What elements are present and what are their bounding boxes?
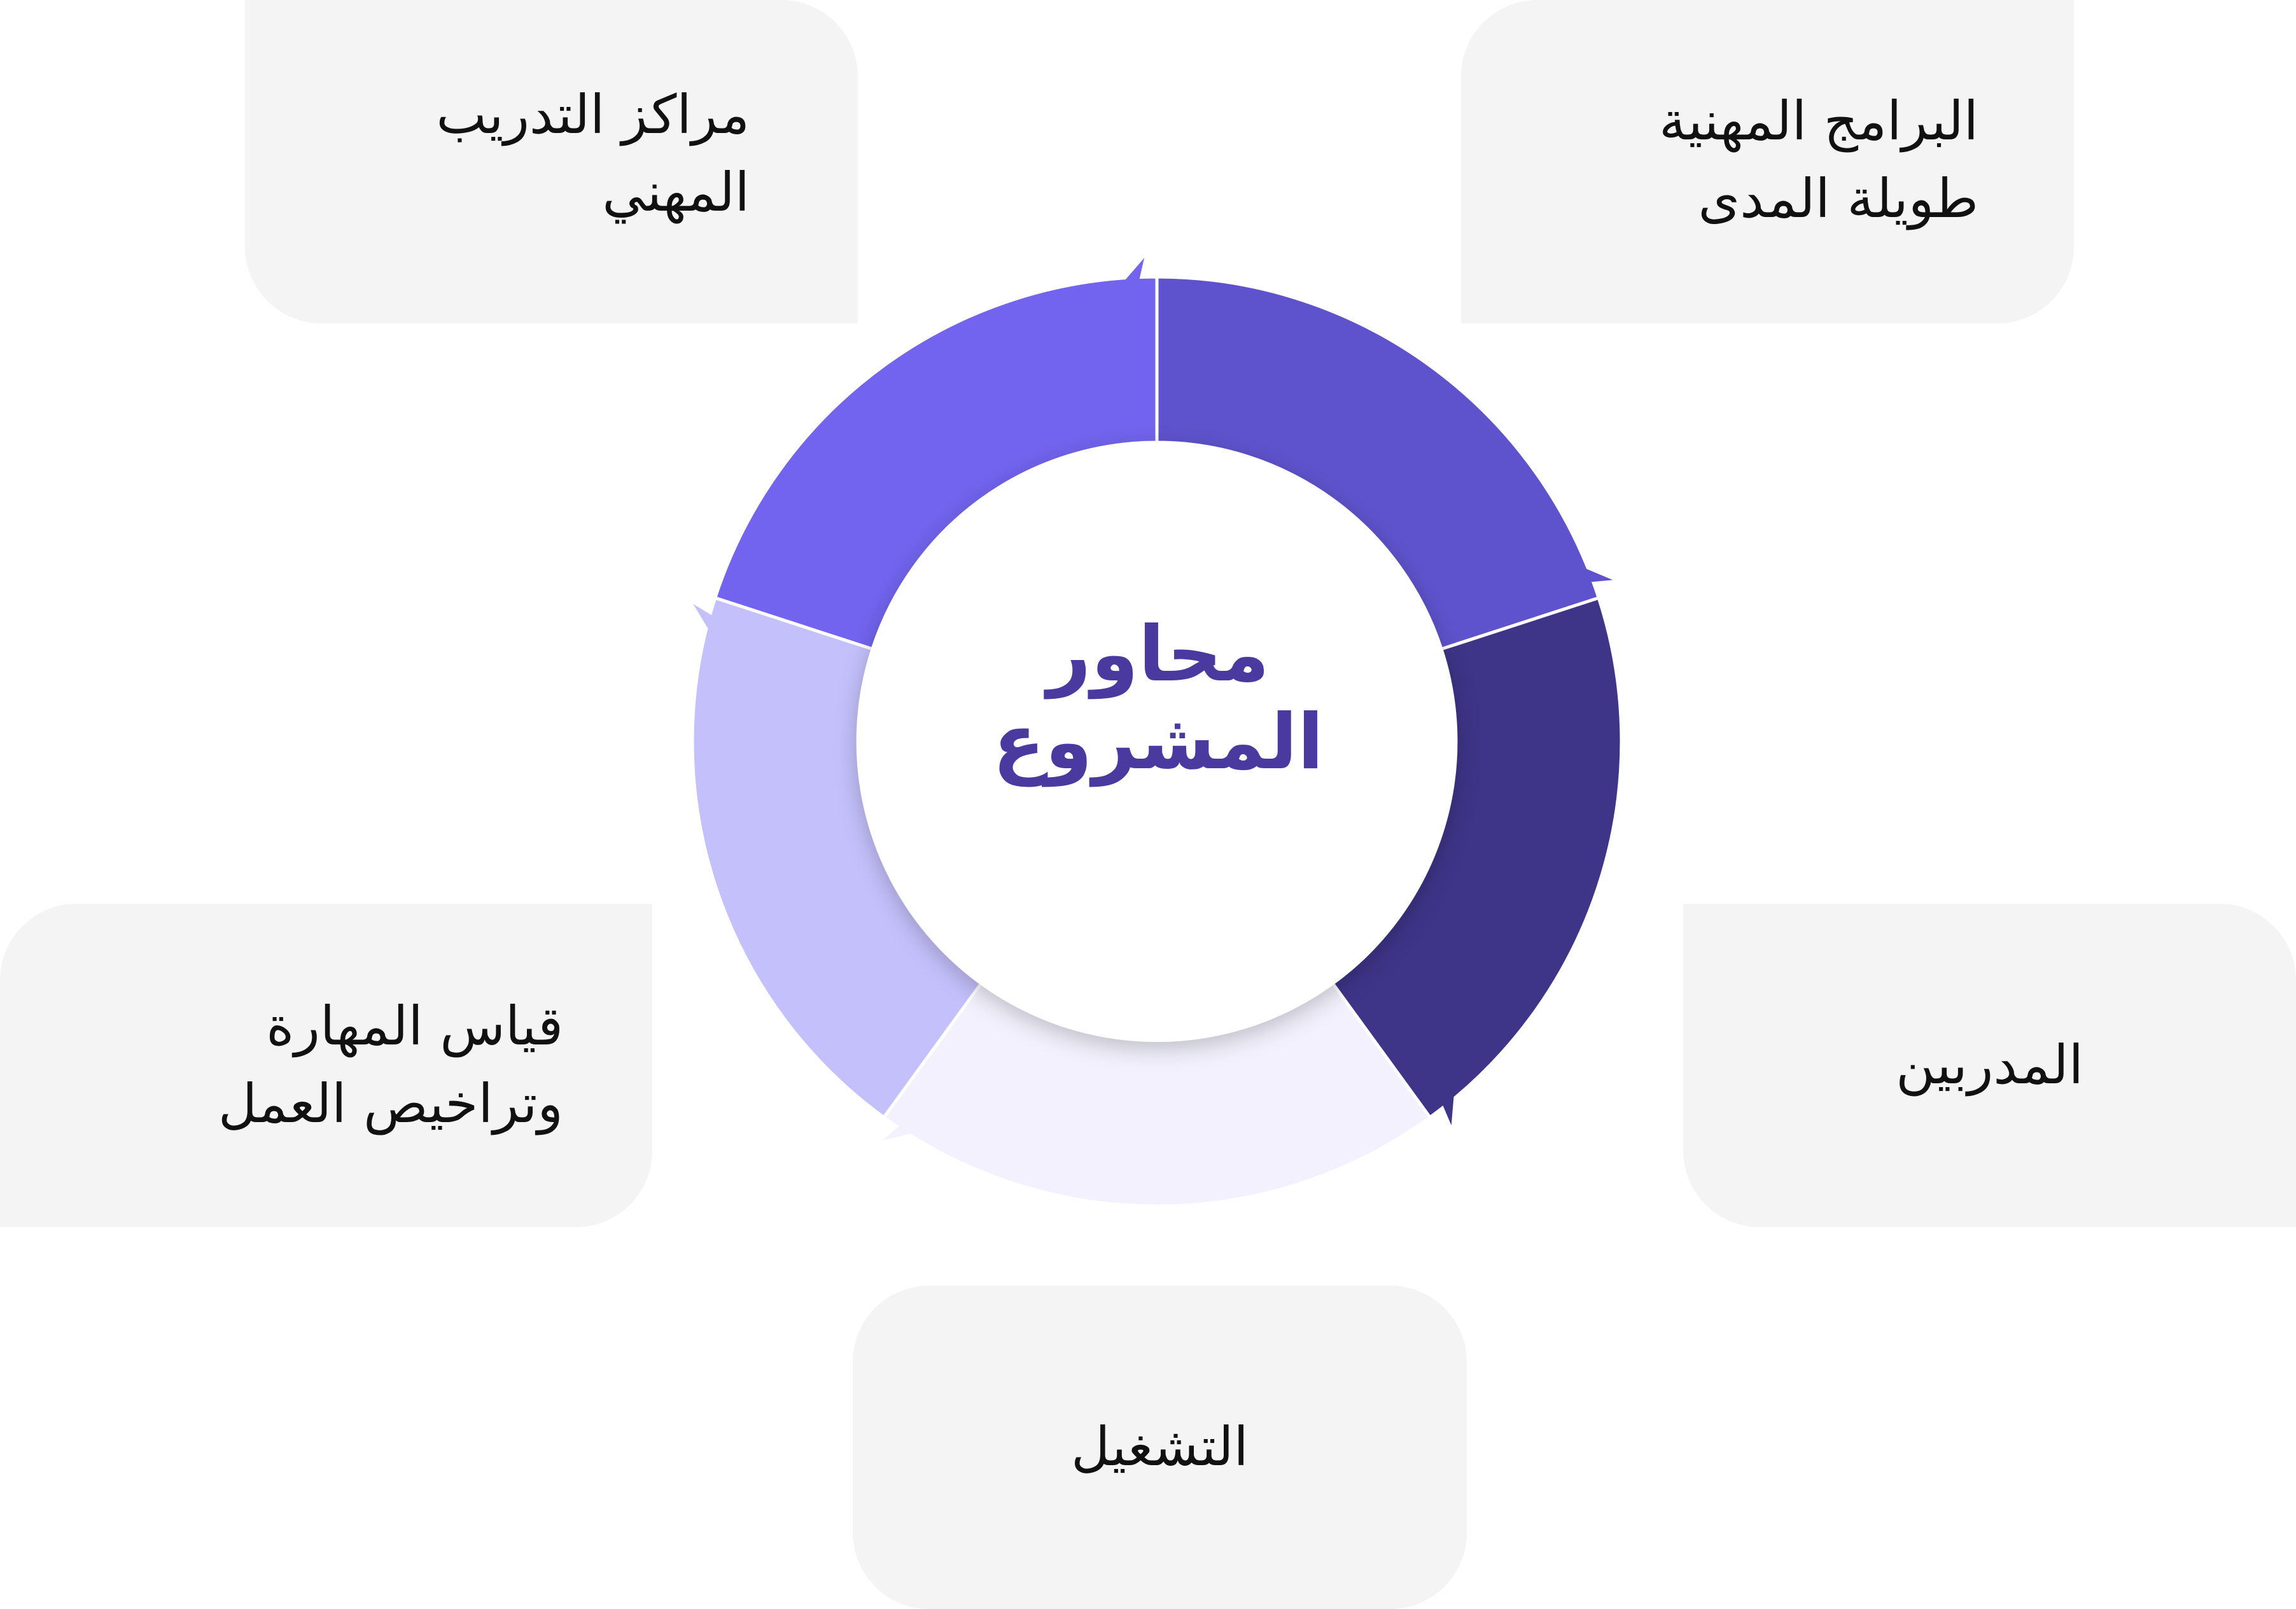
card-long-term-programs: البرامج المهنية طويلة المدى [1461,0,2074,323]
segment-arrow-tip [883,1092,938,1141]
card-label: التشغيل [1071,1416,1249,1479]
segment-arrow-tip [1422,1058,1454,1125]
center-circle [857,441,1457,1042]
segment-arrow-tip [1124,258,1145,329]
card-trainers: المدربين [1683,904,2296,1227]
center-title: محاور المشروع [993,610,1324,787]
card-label: المدربين [1896,1034,2083,1097]
ring-segments [690,258,1623,1208]
segment-arrow-tip [1540,568,1613,587]
card-vocational-training-centers: مراكز التدريب المهني [245,0,858,323]
card-label: مراكز التدريب المهني [436,83,750,223]
segment-arrow-tip [693,604,756,642]
card-label: البرامج المهنية طويلة المدى [1659,90,1978,230]
card-employment: التشغيل [853,1286,1467,1609]
card-skill-measurement: قياس المهارة وتراخيص العمل [0,904,652,1227]
card-label: قياس المهارة وتراخيص العمل [218,995,563,1135]
